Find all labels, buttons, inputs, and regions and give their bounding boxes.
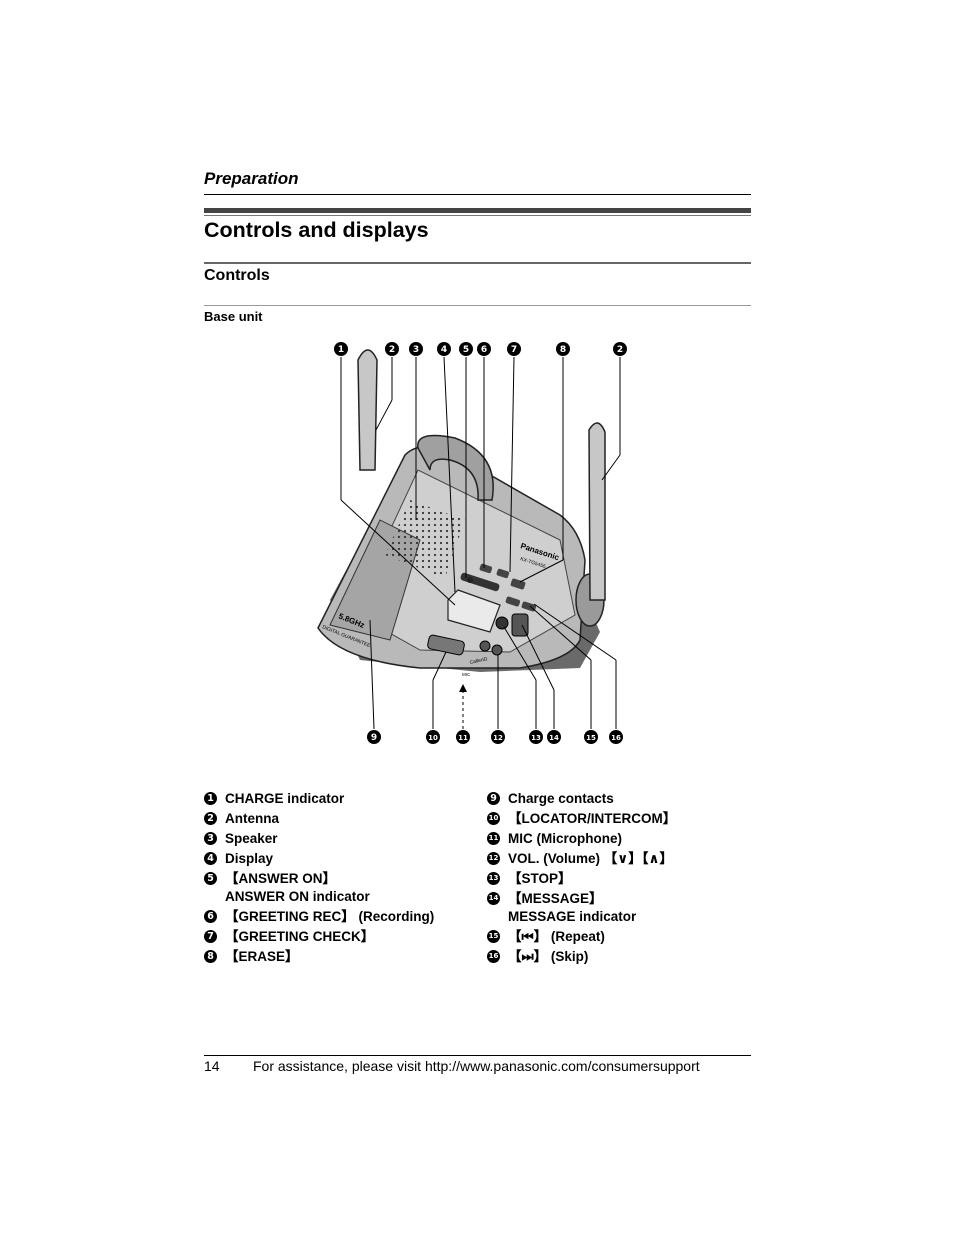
callout-14: 14: [547, 730, 561, 744]
svg-text:7: 7: [511, 345, 517, 355]
svg-text:14: 14: [549, 734, 559, 742]
callout-2: 2: [385, 342, 399, 356]
svg-text:3: 3: [413, 345, 419, 355]
stop-button: [495, 616, 509, 630]
handle: [417, 434, 494, 501]
callout-10: 10: [426, 730, 440, 744]
svg-text:8: 8: [560, 345, 566, 355]
caller-label: CallerID: [469, 656, 488, 666]
callout-4: 4: [437, 342, 451, 356]
callout-9: 9: [367, 730, 381, 744]
antenna-left: [357, 349, 378, 471]
locator-button: [427, 634, 465, 656]
subtitle-rule: [204, 262, 751, 264]
callout-8: 8: [556, 342, 570, 356]
svg-text:12: 12: [493, 734, 503, 742]
callout-5: 5: [459, 342, 473, 356]
callout-16: 16: [609, 730, 623, 744]
callout-7: 7: [507, 342, 521, 356]
svg-text:16: 16: [611, 734, 621, 742]
title-rule: [204, 208, 751, 213]
svg-text:2: 2: [389, 345, 395, 355]
base-unit-diagram: Panasonic KX-TG5455 5.8GHz DIGITAL GUARA…: [317, 342, 627, 744]
svg-text:9: 9: [371, 733, 377, 743]
svg-text:15: 15: [586, 734, 596, 742]
mic-label: MIC: [462, 672, 471, 677]
callout-1: 1: [334, 342, 348, 356]
svg-text:10: 10: [428, 734, 438, 742]
callout-15: 15: [584, 730, 598, 744]
callout-12: 12: [491, 730, 505, 744]
footer-assistance-text: For assistance, please visit http://www.…: [253, 1058, 700, 1074]
svg-text:5: 5: [463, 345, 469, 355]
svg-text:4: 4: [441, 345, 447, 355]
message-button: [511, 613, 529, 637]
section-label: Preparation: [204, 169, 299, 188]
base-unit-heading: Base unit: [204, 309, 263, 324]
title-rule-thin: [204, 215, 751, 216]
callout-6: 6: [477, 342, 491, 356]
footer-rule: [204, 1055, 751, 1056]
page-title: Controls and displays: [204, 218, 429, 242]
display-window: [447, 589, 501, 633]
page-number: 14: [204, 1058, 220, 1074]
header-rule: [204, 194, 751, 195]
svg-text:6: 6: [481, 345, 487, 355]
svg-text:1: 1: [338, 345, 344, 355]
antenna-right: [588, 422, 606, 601]
svg-text:13: 13: [531, 734, 541, 742]
svg-text:11: 11: [458, 734, 468, 742]
callout-11: 11: [456, 730, 470, 744]
callout-3: 3: [409, 342, 423, 356]
svg-text:2: 2: [617, 345, 623, 355]
callout-2b: 2: [613, 342, 627, 356]
callout-13: 13: [529, 730, 543, 744]
subsection-title: Controls: [204, 267, 270, 284]
minor-rule: [204, 305, 751, 306]
